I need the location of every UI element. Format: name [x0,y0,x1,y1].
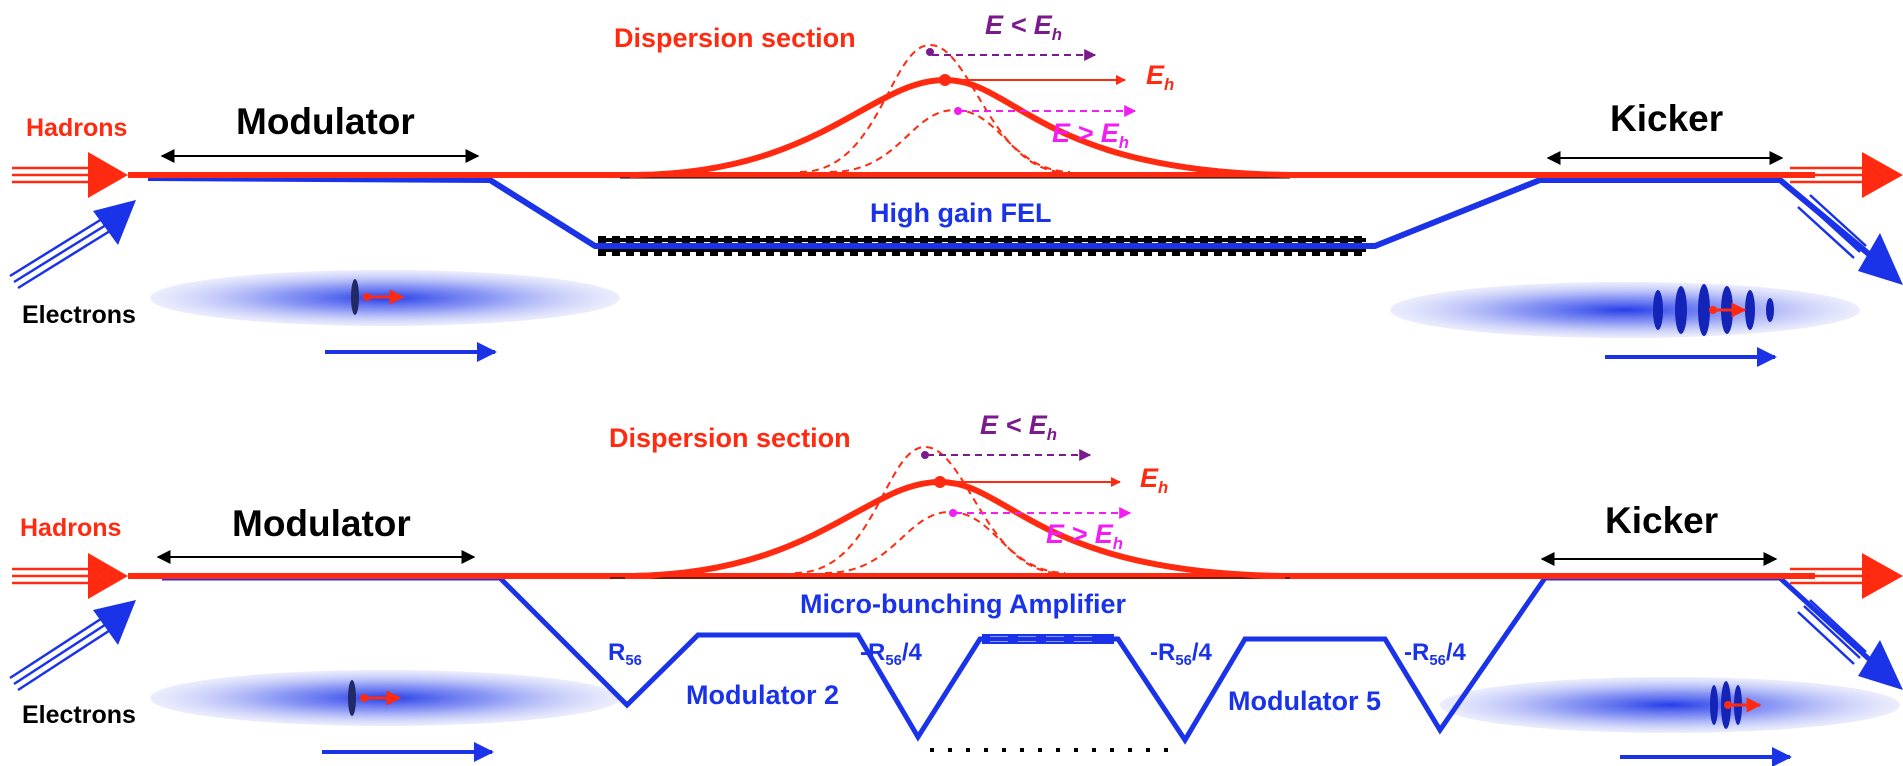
electron-exit-arrowhead [1858,640,1903,690]
kicker-label: Kicker [1605,500,1719,541]
dispersion-bump-nominal [629,76,1291,178]
energy-high-label: E > Eh [1046,519,1124,553]
dispersion-bump-nominal [624,478,1286,579]
chicane-2-label: -R56/4 [860,639,922,670]
hadron-slice [348,680,356,716]
bottom-panel [9,445,1903,766]
amplifier-label: Micro-bunching Amplifier [800,589,1126,619]
dispersion-bump-high-energy [824,510,1066,574]
modulator-label: Modulator [232,503,411,544]
hadron-marker-modulator [363,289,405,305]
hadrons-label: Hadrons [20,514,122,542]
chicane-3-label: -R56/4 [1150,639,1212,670]
particle-low-energy [921,451,929,459]
hadron-exit-arrowhead [1862,553,1903,599]
particle-nominal [934,476,946,488]
hadron-marker-kicker [1709,302,1747,318]
electrons-label: Electrons [22,301,136,329]
hadron-slice [351,279,359,315]
electrons-label: Electrons [22,701,136,729]
dispersion-section-label: Dispersion section [609,423,851,453]
electron-beamline [162,575,1872,745]
electron-injection-arrowhead [93,600,136,645]
particle-nominal [939,74,951,86]
electron-exit-arrow [1797,194,1867,259]
electron-exit-arrowhead [1858,233,1903,285]
electron-bunch-kicker [1390,282,1860,338]
top-panel [9,43,1903,367]
hadron-marker-kicker [1724,697,1762,713]
particle-high-energy [949,509,957,517]
energy-low-label: E < Eh [985,10,1063,44]
chicane-4-label: -R56/4 [1404,639,1466,670]
hadron-exit-arrowhead [1862,152,1903,198]
kicker-label: Kicker [1610,98,1724,139]
modulator-5-label: Modulator 5 [1228,686,1381,716]
energy-low-label: E < Eh [980,410,1058,444]
dispersion-section-label: Dispersion section [614,23,856,53]
hadrons-label: Hadrons [26,114,128,142]
dispersion-bump-high-energy [829,108,1071,173]
modulator-2-label: Modulator 2 [686,680,839,710]
electron-injection-arrow [9,212,119,290]
hadron-marker-modulator [360,690,402,706]
dispersion-bump-low-energy [794,445,1056,574]
hadron-injection-arrowhead [88,152,128,198]
amplifier-label: High gain FEL [870,198,1052,228]
chicane-1-label: R56 [608,639,642,670]
electron-beamline [147,175,1872,258]
electron-injection-arrow [9,611,119,692]
energy-nominal-label: Eh [1140,463,1169,497]
hadron-injection-arrowhead [88,553,128,599]
modulator-label: Modulator [236,101,415,142]
electron-bunch-kicker [1440,677,1900,733]
continuation-dots [930,748,1168,752]
particle-high-energy [954,107,962,115]
energy-high-label: E > Eh [1052,118,1130,152]
energy-nominal-label: Eh [1146,60,1175,94]
electron-exit-arrow [1797,599,1867,665]
electron-injection-arrowhead [93,200,136,245]
